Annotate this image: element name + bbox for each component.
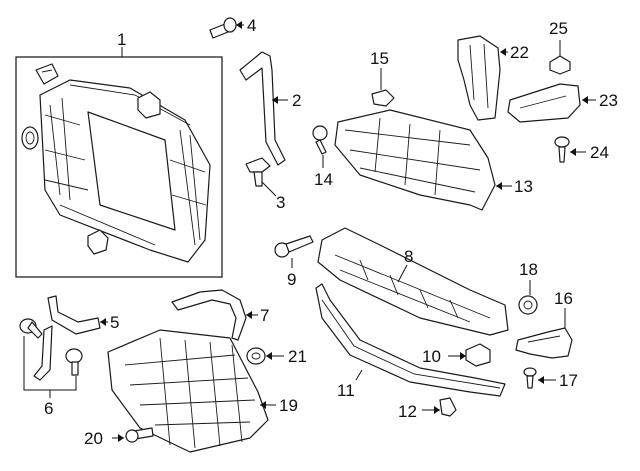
part-11-lower-bar	[315, 283, 506, 397]
part-1-detail-box	[15, 56, 223, 278]
part-14-bolt	[312, 125, 328, 168]
part-1-bumper-top-left	[35, 63, 59, 85]
part-6-bolts	[19, 318, 83, 398]
callout-11: 11	[337, 381, 355, 400]
part-12-push-pin	[422, 397, 457, 417]
part-10-clip	[448, 343, 491, 367]
callout-2: 2	[292, 91, 301, 110]
part-1-radiator-support	[15, 47, 223, 278]
callout-6: 6	[44, 399, 53, 418]
callout-15: 15	[370, 49, 389, 68]
callout-21: 21	[288, 347, 307, 366]
part-2-seal	[239, 51, 288, 166]
part-18-grommet	[518, 280, 538, 315]
callout-7: 7	[260, 306, 269, 325]
part-1-bumper-top-center	[137, 91, 161, 119]
part-4-pin	[209, 17, 244, 39]
callout-12: 12	[398, 402, 417, 421]
callout-19: 19	[279, 396, 298, 415]
callout-18: 18	[519, 260, 538, 279]
callout-10: 10	[422, 347, 441, 366]
part-23-shield	[507, 83, 596, 123]
callout-25: 25	[549, 19, 568, 38]
part-15-clip	[371, 68, 395, 107]
part-16-bracket	[515, 308, 573, 359]
callout-3: 3	[276, 193, 285, 212]
callout-16: 16	[554, 289, 573, 308]
part-20-bolt	[112, 427, 154, 443]
part-8-absorber	[317, 227, 509, 336]
part-19-grille-shield	[107, 329, 276, 453]
part-24-screw	[554, 136, 586, 163]
part-1-seal-left	[21, 126, 39, 150]
part-5-bracket	[33, 295, 108, 381]
part-25-nut	[549, 40, 571, 75]
callout-17: 17	[559, 371, 578, 390]
part-13-air-deflector	[334, 109, 512, 211]
callout-5: 5	[110, 313, 119, 332]
callout-22: 22	[510, 43, 529, 62]
part-3-push-pin	[245, 157, 277, 197]
part-22-bracket	[457, 35, 508, 121]
callout-20: 20	[84, 429, 103, 448]
callout-24: 24	[590, 143, 609, 162]
callout-1: 1	[117, 30, 126, 49]
callout-14: 14	[314, 170, 333, 189]
part-9-bolt	[274, 235, 314, 268]
callout-4: 4	[247, 16, 256, 35]
part-1-bumper-bottom	[87, 229, 109, 255]
callout-23: 23	[599, 91, 618, 110]
part-17-screw	[523, 367, 556, 389]
callout-8: 8	[404, 247, 413, 266]
callout-13: 13	[514, 177, 533, 196]
part-21-nut	[246, 347, 284, 365]
callout-9: 9	[287, 270, 296, 289]
part-7-brace	[171, 289, 258, 341]
